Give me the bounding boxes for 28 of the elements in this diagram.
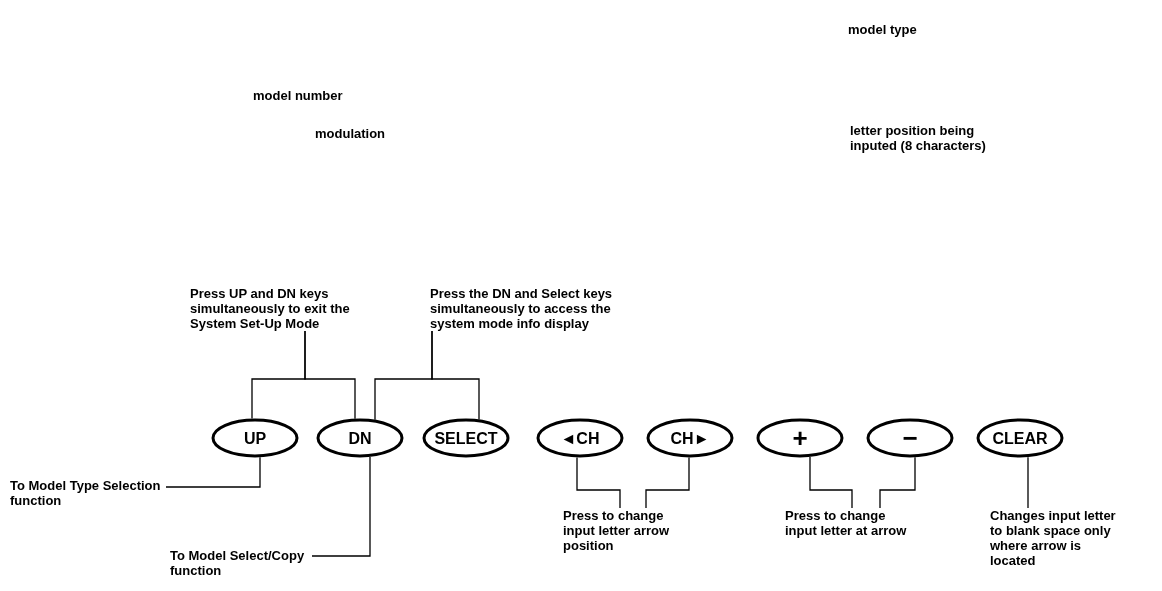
annotation-text: Press to change input letter at arrow bbox=[785, 508, 910, 538]
leader-line bbox=[809, 456, 853, 509]
key-button: SELECT bbox=[422, 418, 510, 458]
key-button: − bbox=[866, 418, 954, 458]
leader-line bbox=[304, 330, 356, 420]
key-button: DN bbox=[316, 418, 404, 458]
leader-line bbox=[311, 456, 371, 557]
label-text: modulation bbox=[315, 126, 386, 141]
key-button: UP bbox=[211, 418, 299, 458]
leader-line bbox=[645, 456, 690, 509]
annotation-text: Press to change input letter arrow position bbox=[563, 508, 688, 553]
key-button: CLEAR bbox=[976, 418, 1064, 458]
annotation-text: To Model Select/Copy function bbox=[170, 548, 312, 578]
annotation-text: Press the DN and Select keys simultaneously to access the system mode info display bbox=[430, 286, 645, 331]
leader-line bbox=[431, 330, 480, 421]
label-text: model number bbox=[253, 88, 343, 103]
label-text: letter position being inputed (8 characters) bbox=[850, 123, 987, 153]
key-button: CH► bbox=[646, 418, 734, 458]
leader-line bbox=[1027, 456, 1029, 509]
key-button: ◄CH bbox=[536, 418, 624, 458]
label-text: model type bbox=[848, 22, 917, 37]
leader-line bbox=[165, 456, 261, 488]
leader-line bbox=[879, 456, 916, 509]
annotation-text: Changes input letter to blank space only where arrow is located bbox=[990, 508, 1128, 568]
key-button: + bbox=[756, 418, 844, 458]
annotation-text: Press UP and DN keys simultaneously to exit the System Set-Up Mode bbox=[190, 286, 378, 331]
annotation-text: To Model Type Selection function bbox=[10, 478, 166, 508]
leader-line bbox=[576, 456, 621, 509]
